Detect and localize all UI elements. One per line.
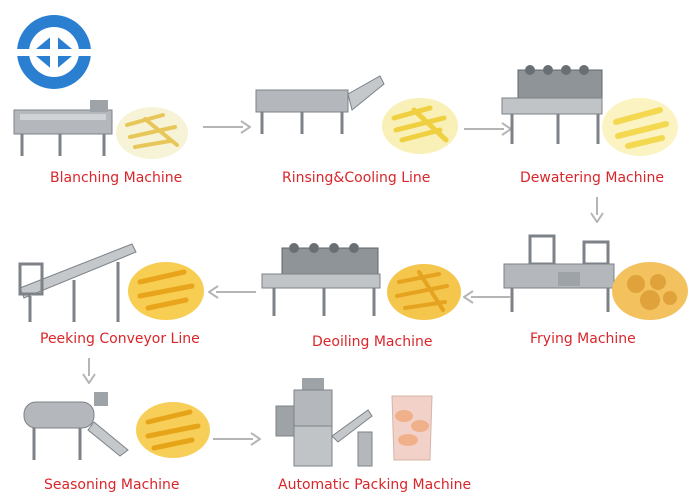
arrow-left-icon — [208, 285, 256, 299]
arrow-right-icon — [213, 432, 261, 446]
fries-icon — [387, 264, 461, 320]
rinsing-cooling-line-icon — [255, 75, 385, 134]
step-label: Rinsing&Cooling Line — [282, 170, 431, 186]
deoiling-machine-icon — [261, 243, 381, 316]
company-logo-icon — [17, 15, 91, 89]
step-label: Deoiling Machine — [312, 334, 433, 350]
conveyor-line-icon — [18, 243, 137, 322]
dewatering-machine-icon — [501, 65, 603, 144]
step-label: Frying Machine — [530, 331, 636, 347]
fries-icon — [602, 98, 678, 156]
fries-icon — [116, 107, 188, 159]
blanching-machine-icon — [13, 100, 113, 156]
fries-icon — [612, 262, 688, 320]
step-label: Peeking Conveyor Line — [40, 331, 200, 347]
frying-machine-icon — [503, 234, 615, 312]
step-label: Blanching Machine — [50, 170, 183, 186]
arrow-left-icon — [463, 290, 511, 304]
step-label: Automatic Packing Machine — [278, 477, 472, 493]
arrow-right-icon — [203, 120, 251, 134]
step-label: Dewatering Machine — [520, 170, 664, 186]
arrow-down-icon — [590, 197, 604, 223]
seasoning-machine-icon — [23, 392, 129, 460]
fries-icon — [128, 262, 204, 320]
chips-bag-icon — [391, 395, 433, 461]
arrow-down-icon — [82, 358, 96, 384]
step-label: Seasoning Machine — [44, 477, 180, 493]
packing-machine-icon — [275, 378, 373, 467]
fries-icon — [136, 402, 210, 458]
fries-icon — [382, 98, 458, 154]
